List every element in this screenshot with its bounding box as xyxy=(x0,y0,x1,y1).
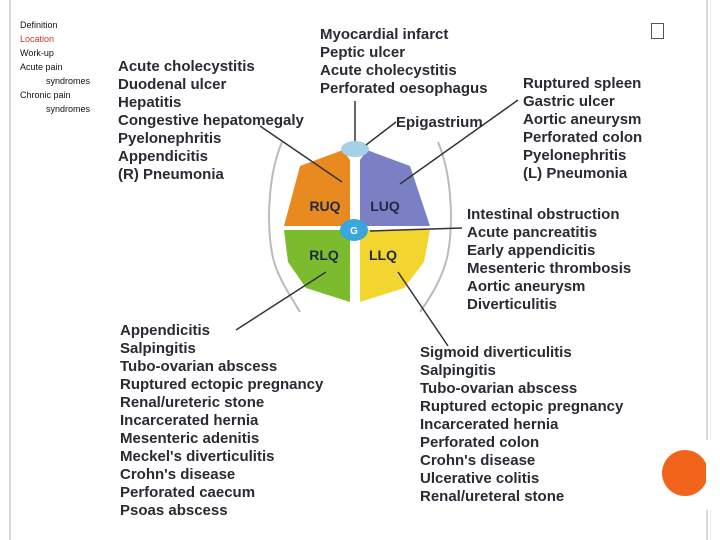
list-item: Acute cholecystitis xyxy=(118,58,304,76)
luq-causes-list: Ruptured spleen Gastric ulcer Aortic ane… xyxy=(523,75,642,183)
llq-leader-line xyxy=(398,272,448,346)
list-item: Aortic aneurysm xyxy=(523,111,642,129)
luq-leader-line xyxy=(400,100,518,184)
list-item: Intestinal obstruction xyxy=(467,206,631,224)
list-item: Hepatitis xyxy=(118,94,304,112)
rlq-causes-list: Appendicitis Salpingitis Tubo-ovarian ab… xyxy=(120,322,323,520)
list-item: Perforated colon xyxy=(420,434,623,452)
decorative-orange-circle xyxy=(662,450,708,496)
list-item: Ulcerative colitis xyxy=(420,470,623,488)
list-item: Salpingitis xyxy=(120,340,323,358)
list-item: Pyelonephritis xyxy=(118,130,304,148)
list-item: Perforated colon xyxy=(523,129,642,147)
epigastrium-causes-list: Myocardial infarct Peptic ulcer Acute ch… xyxy=(320,26,488,98)
list-item: Ruptured ectopic pregnancy xyxy=(120,376,323,394)
next-slide-button[interactable] xyxy=(651,23,664,39)
epigastrium-leader-line xyxy=(366,122,396,145)
llq-causes-list: Sigmoid diverticulitis Salpingitis Tubo-… xyxy=(420,344,623,506)
list-item: Mesenteric thrombosis xyxy=(467,260,631,278)
list-item: Meckel's diverticulitis xyxy=(120,448,323,466)
luq-region xyxy=(360,150,430,226)
list-item: Acute cholecystitis xyxy=(320,62,488,80)
list-item: Acute pancreatitis xyxy=(467,224,631,242)
list-item: Appendicitis xyxy=(120,322,323,340)
epigastrium-region xyxy=(341,141,369,157)
list-item: Tubo-ovarian abscess xyxy=(120,358,323,376)
list-item: Perforated caecum xyxy=(120,484,323,502)
epigastrium-label: Epigastrium xyxy=(396,114,483,132)
list-item: (L) Pneumonia xyxy=(523,165,642,183)
ruq-causes-list: Acute cholecystitis Duodenal ulcer Hepat… xyxy=(118,58,304,184)
list-item: Renal/ureteral stone xyxy=(420,488,623,506)
list-item: Perforated oesophagus xyxy=(320,80,488,98)
list-item: Diverticulitis xyxy=(467,296,631,314)
luq-label: LUQ xyxy=(370,198,400,214)
list-item: Psoas abscess xyxy=(120,502,323,520)
list-item: Pyelonephritis xyxy=(523,147,642,165)
rlq-label: RLQ xyxy=(309,247,339,263)
umbilicus-mark: G xyxy=(350,226,358,237)
central-causes-list: Intestinal obstruction Acute pancreatiti… xyxy=(467,206,631,314)
list-item: Renal/ureteric stone xyxy=(120,394,323,412)
ruq-label: RUQ xyxy=(309,198,340,214)
list-item: Myocardial infarct xyxy=(320,26,488,44)
list-item: Early appendicitis xyxy=(467,242,631,260)
body-outline-right xyxy=(420,142,451,312)
list-item: Congestive hepatomegaly xyxy=(118,112,304,130)
list-item: Aortic aneurysm xyxy=(467,278,631,296)
llq-label: LLQ xyxy=(369,247,397,263)
list-item: Salpingitis xyxy=(420,362,623,380)
rlq-region xyxy=(284,230,350,302)
list-item: Incarcerated hernia xyxy=(120,412,323,430)
circle-cover xyxy=(706,440,720,510)
list-item: Tubo-ovarian abscess xyxy=(420,380,623,398)
list-item: Gastric ulcer xyxy=(523,93,642,111)
list-item: Appendicitis xyxy=(118,148,304,166)
list-item: Crohn's disease xyxy=(120,466,323,484)
list-item: Ruptured spleen xyxy=(523,75,642,93)
list-item: (R) Pneumonia xyxy=(118,166,304,184)
list-item: Peptic ulcer xyxy=(320,44,488,62)
list-item: Crohn's disease xyxy=(420,452,623,470)
llq-region xyxy=(360,230,430,302)
list-item: Ruptured ectopic pregnancy xyxy=(420,398,623,416)
list-item: Mesenteric adenitis xyxy=(120,430,323,448)
list-item: Duodenal ulcer xyxy=(118,76,304,94)
list-item: Sigmoid diverticulitis xyxy=(420,344,623,362)
list-item: Incarcerated hernia xyxy=(420,416,623,434)
